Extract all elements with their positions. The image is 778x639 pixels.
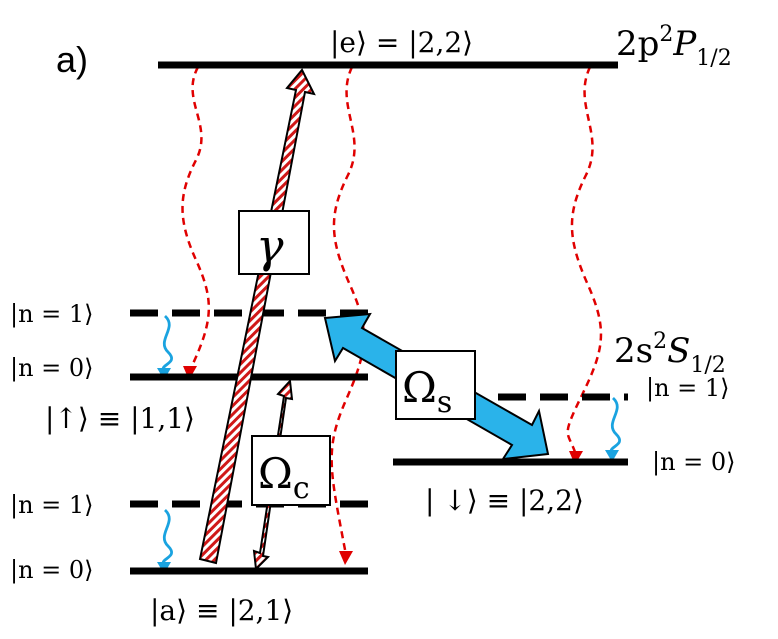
- down-n1-label: |n = 1⟩: [646, 374, 730, 403]
- omega-s-label: Ωs: [402, 363, 452, 420]
- omega-c-label: Ωc: [258, 449, 310, 506]
- ground-term: 2s2S1/2: [614, 329, 726, 378]
- cooling-up: [161, 314, 173, 373]
- omega-c-label-box: [251, 435, 331, 506]
- gamma-label: γ: [256, 219, 284, 273]
- down-n0-label: |n = 0⟩: [652, 448, 736, 477]
- aux-ket: |a⟩ ≡ |2,1⟩: [150, 594, 293, 627]
- decay-e-to-down: [566, 66, 603, 456]
- decay-arrowheads: [183, 366, 583, 565]
- aux-n0-label: |n = 0⟩: [10, 556, 94, 585]
- up-ket: |↑⟩ ≡ |1,1⟩: [45, 402, 195, 435]
- panel-label: a): [56, 39, 88, 80]
- cooling-down: [609, 396, 621, 455]
- up-n0-label: |n = 0⟩: [10, 354, 94, 383]
- excited-ket: |e⟩ = |2,2⟩: [330, 26, 473, 59]
- down-ket: | ↓⟩ ≡ |2,2⟩: [425, 484, 584, 517]
- spontaneous-decay-lines: [181, 66, 603, 556]
- sideband-cooling-arrows: [161, 314, 621, 567]
- aux-n1-label: |n = 1⟩: [10, 491, 94, 520]
- decay-e-to-aux: [330, 66, 365, 556]
- gamma-arrow: [198, 68, 316, 565]
- omega-s-label-box: [395, 350, 476, 420]
- excited-term: 2p2P1/2: [616, 22, 732, 71]
- decay-e-to-up: [181, 66, 211, 371]
- up-n1-label: |n = 1⟩: [10, 300, 94, 329]
- gamma-label-box: [238, 210, 310, 275]
- cooling-aux: [161, 508, 173, 567]
